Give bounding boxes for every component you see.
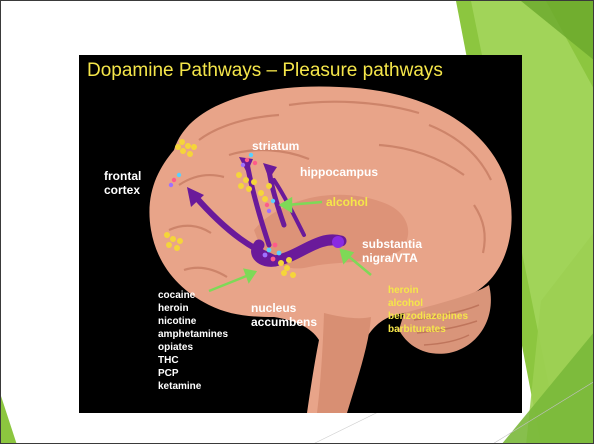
drug-item: cocaine xyxy=(158,289,228,302)
drug-item: ketamine xyxy=(158,380,228,393)
drug-item: PCP xyxy=(158,367,228,380)
drug-item: barbiturates xyxy=(388,323,468,336)
brain-illustration xyxy=(79,55,522,413)
drug-item: amphetamines xyxy=(158,328,228,341)
label-striatum: striatum xyxy=(252,139,299,153)
label-alcohol: alcohol xyxy=(326,195,368,209)
vta-node xyxy=(332,236,344,248)
label-hippocampus: hippocampus xyxy=(300,165,378,179)
drug-item: heroin xyxy=(388,284,468,297)
vta-drug-list: heroin alcohol benzodiazepines barbitura… xyxy=(388,284,468,336)
label-substantia: substantia xyxy=(362,237,422,251)
drug-item: THC xyxy=(158,354,228,367)
label-nucleus: nucleus xyxy=(251,301,296,315)
brain-figure: Dopamine Pathways – Pleasure pathways fr… xyxy=(79,55,522,413)
brainstem xyxy=(317,313,371,413)
label-frontal: frontal xyxy=(104,169,141,183)
accumbens-drug-list: cocaine heroin nicotine amphetamines opi… xyxy=(158,289,228,393)
drug-item: benzodiazepines xyxy=(388,310,468,323)
drug-item: opiates xyxy=(158,341,228,354)
drug-item: heroin xyxy=(158,302,228,315)
drug-item: alcohol xyxy=(388,297,468,310)
slide-title: Dopamine Pathways – Pleasure pathways xyxy=(87,58,517,84)
label-cortex: cortex xyxy=(104,183,140,197)
drug-item: nicotine xyxy=(158,315,228,328)
label-accumbens: accumbens xyxy=(251,315,317,329)
label-nigra-vta: nigra/VTA xyxy=(362,251,418,265)
